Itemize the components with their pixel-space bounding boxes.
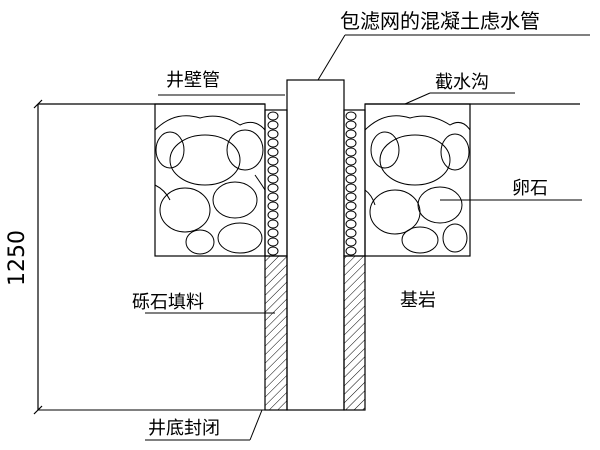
gravel-fill-label: 砾石填料 bbox=[132, 292, 204, 313]
well-wall-right bbox=[343, 255, 366, 411]
gravel-particle bbox=[345, 210, 357, 220]
filter-pipe bbox=[286, 79, 345, 411]
gravel-particle bbox=[345, 129, 357, 139]
pebble-label: 卵石 bbox=[512, 178, 548, 199]
gravel-particle bbox=[345, 120, 357, 130]
well-bottom-seal-label: 井底封闭 bbox=[148, 418, 220, 439]
gravel-particle bbox=[267, 192, 279, 202]
well-wall-pipe-label: 井壁管 bbox=[166, 70, 220, 91]
filter-pipe-leader bbox=[317, 34, 346, 81]
gravel-particle bbox=[345, 228, 357, 238]
gravel-particle bbox=[345, 246, 357, 256]
pebble-block-right bbox=[364, 103, 471, 257]
gravel-particle bbox=[267, 219, 279, 229]
bottom-seal-leader bbox=[249, 409, 263, 441]
gravel-particle bbox=[267, 210, 279, 220]
intercept-ditch-label: 截水沟 bbox=[435, 72, 489, 93]
depth-label: 1250 bbox=[5, 230, 30, 286]
gravel-particle bbox=[267, 111, 279, 121]
gravel-particle bbox=[267, 201, 279, 211]
gravel-particle bbox=[267, 165, 279, 175]
gravel-particle bbox=[345, 219, 357, 229]
bedrock-label: 基岩 bbox=[400, 290, 436, 311]
gravel-particle bbox=[267, 237, 279, 247]
gravel-particle bbox=[345, 111, 357, 121]
gravel-particle bbox=[345, 156, 357, 166]
gravel-particle bbox=[345, 192, 357, 202]
gravel-particle bbox=[267, 228, 279, 238]
ditch-leader bbox=[404, 92, 431, 105]
gravel-particle bbox=[267, 147, 279, 157]
gravel-particle bbox=[267, 246, 279, 256]
gravel-particle bbox=[345, 174, 357, 184]
gravel-particle bbox=[267, 129, 279, 139]
gravel-particle bbox=[267, 156, 279, 166]
gravel-particle bbox=[345, 165, 357, 175]
dimension-tick-top bbox=[33, 99, 43, 109]
gravel-particle bbox=[267, 183, 279, 193]
well-wall-left bbox=[264, 255, 288, 411]
pebble-block-left bbox=[154, 103, 266, 257]
gravel-particle bbox=[267, 120, 279, 130]
gravel-particle bbox=[345, 138, 357, 148]
gravel-particle bbox=[267, 138, 279, 148]
gravel-particle bbox=[267, 174, 279, 184]
gravel-dots bbox=[267, 111, 357, 256]
gravel-particle bbox=[345, 237, 357, 247]
gravel-fill-right bbox=[343, 109, 366, 257]
gravel-particle bbox=[345, 201, 357, 211]
filter-pipe-label: 包滤网的混凝土虑水管 bbox=[340, 9, 540, 33]
gravel-particle bbox=[345, 183, 357, 193]
gravel-particle bbox=[345, 147, 357, 157]
